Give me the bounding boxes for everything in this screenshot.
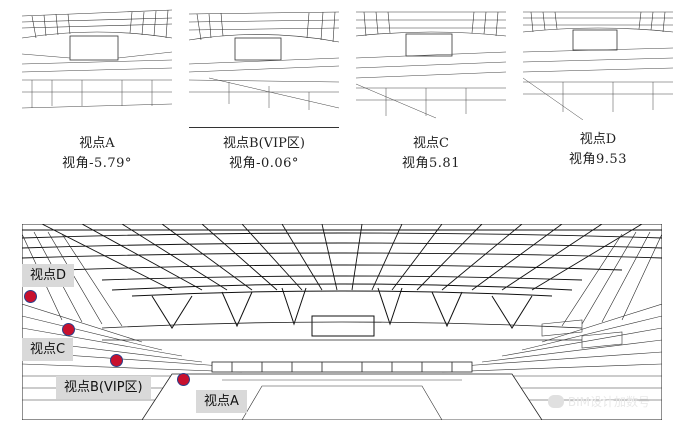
marker-label-c: 视点C: [22, 338, 74, 361]
marker-dot-c[interactable]: [62, 323, 75, 336]
view-b-name: 视点B(VIP区): [223, 136, 305, 151]
watermark-text: BIM设计加数号: [567, 395, 650, 409]
caption-view-b: 视点B(VIP区) 视角-0.06°: [189, 134, 339, 174]
marker-dot-b[interactable]: [110, 354, 123, 367]
stadium-sketch-d: [523, 11, 673, 120]
caption-view-d: 视点D 视角9.53: [523, 130, 673, 170]
chat-bubble-icon: [547, 395, 564, 408]
thumbnail-b-underline: [189, 127, 339, 128]
thumbnail-view-c: [356, 8, 506, 120]
view-d-name: 视点D: [579, 132, 617, 147]
marker-label-d: 视点D: [22, 264, 75, 287]
marker-label-a: 视点A: [196, 390, 247, 413]
marker-label-b: 视点B(VIP区): [56, 376, 151, 399]
stadium-sketch-a: [22, 9, 172, 109]
view-d-angle: 视角9.53: [569, 152, 627, 167]
marker-dot-a[interactable]: [177, 373, 190, 386]
view-b-angle: 视角-0.06°: [229, 156, 299, 171]
stadium-sketch-c: [356, 11, 506, 119]
stadium-sketch-b: [189, 11, 339, 110]
view-c-angle: 视角5.81: [402, 156, 460, 171]
watermark: BIM设计加数号: [547, 393, 650, 410]
view-c-name: 视点C: [413, 136, 449, 151]
stadium-main-view: 视点D 视点C 视点B(VIP区) 视点A BIM设计加数号: [22, 224, 662, 420]
thumbnail-view-d: [523, 8, 673, 120]
marker-dot-d[interactable]: [24, 290, 37, 303]
thumbnail-view-b: [189, 8, 339, 120]
view-a-name: 视点A: [79, 136, 115, 151]
caption-view-a: 视点A 视角-5.79°: [22, 134, 172, 174]
view-a-angle: 视角-5.79°: [62, 156, 132, 171]
caption-view-c: 视点C 视角5.81: [356, 134, 506, 174]
thumbnail-view-a: [22, 8, 172, 120]
